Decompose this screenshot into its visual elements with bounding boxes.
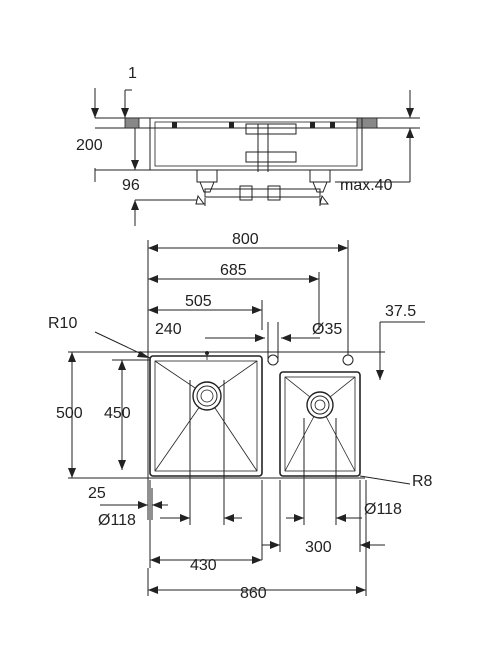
top-plan-view: 800 685 505 240 Ø35 37.5 R10 [48, 231, 433, 602]
dim-radius-inner: R8 [412, 473, 433, 490]
dim-bowl-left-width: 430 [190, 557, 217, 574]
dim-depth: 200 [76, 137, 103, 154]
dim-width-total: 800 [232, 231, 259, 248]
dim-offset-37-5: 37.5 [385, 303, 416, 320]
worktop-hatch-left [124, 117, 140, 129]
dim-drain-right: Ø118 [364, 501, 402, 518]
worktop-hatch-right [356, 117, 378, 129]
dim-outer-depth: 500 [56, 405, 83, 422]
dim-drain-depth: 96 [122, 177, 140, 194]
side-section-view: 1 200 96 max.40 [76, 65, 420, 226]
dim-width-685: 685 [220, 262, 247, 279]
dim-wall-thickness: 1 [128, 65, 137, 82]
dim-hole-diameter: Ø35 [312, 321, 342, 338]
dim-bowl-depth: 450 [104, 405, 131, 422]
dim-width-505: 505 [185, 293, 212, 310]
dim-cutout-width: 860 [240, 585, 267, 602]
dim-drain-left: Ø118 [98, 512, 136, 529]
dim-radius-outer: R10 [48, 315, 77, 332]
dim-bowl-right-width: 300 [305, 539, 332, 556]
dim-max-thickness: max.40 [340, 177, 393, 194]
dim-width-240: 240 [155, 321, 182, 338]
dim-edge-25: 25 [88, 485, 106, 502]
